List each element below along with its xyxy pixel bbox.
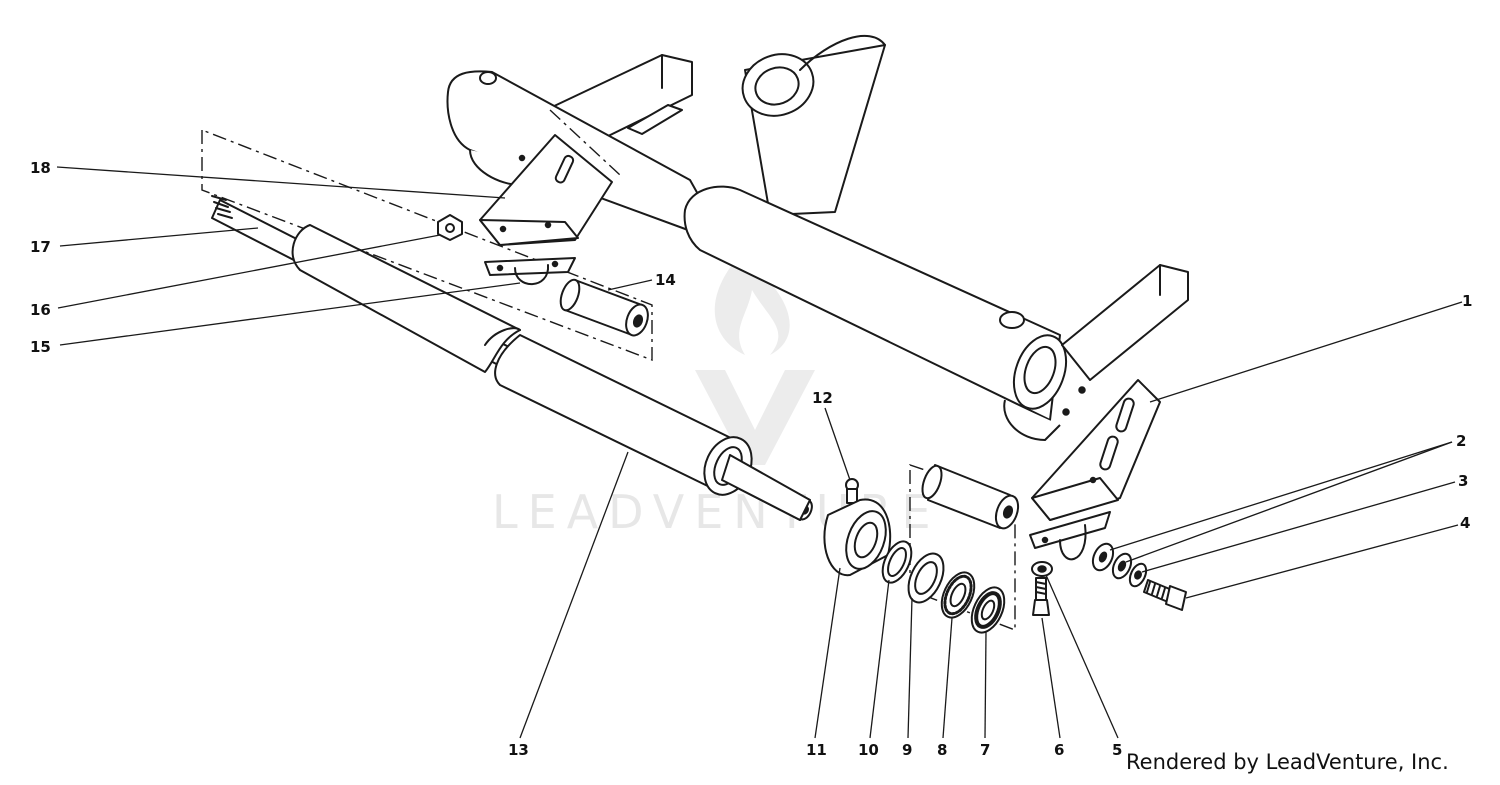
callout-5: 5 <box>1112 741 1122 759</box>
callout-12: 12 <box>812 389 833 407</box>
callout-13: 13 <box>508 741 529 759</box>
bolt-4 <box>1143 579 1187 611</box>
left-nut <box>437 214 463 241</box>
callout-7: 7 <box>980 741 990 759</box>
snap-ring-inner <box>887 547 907 577</box>
left-strap <box>484 257 576 286</box>
callout-2: 2 <box>1456 432 1466 450</box>
watermark-logo <box>695 255 815 465</box>
left-bushing <box>559 278 649 337</box>
seal <box>970 586 1006 634</box>
callout-14: 14 <box>655 271 676 289</box>
lock-washer-3 <box>1128 562 1148 588</box>
right-bushing <box>921 464 1020 530</box>
washers-2 <box>1091 542 1133 580</box>
callout-4: 4 <box>1460 514 1470 532</box>
credit-text: Rendered by LeadVenture, Inc. <box>1126 750 1449 774</box>
callout-11: 11 <box>806 741 827 759</box>
callout-6: 6 <box>1054 741 1064 759</box>
callout-10: 10 <box>858 741 879 759</box>
bearing-race <box>907 552 945 604</box>
leader-lines <box>56 166 1463 739</box>
callout-17: 17 <box>30 238 51 256</box>
callout-8: 8 <box>937 741 947 759</box>
bolt-6 <box>1032 577 1050 616</box>
grease-fitting <box>845 478 859 504</box>
assembly-plane-left <box>201 128 653 362</box>
hidden-line <box>549 109 621 176</box>
right-strap <box>1029 511 1111 561</box>
callout-9: 9 <box>902 741 912 759</box>
callout-18: 18 <box>30 159 51 177</box>
callout-1: 1 <box>1462 292 1472 310</box>
roller-bearing <box>940 571 976 619</box>
left-bracket <box>479 134 613 246</box>
callout-3: 3 <box>1458 472 1468 490</box>
right-bracket <box>1031 379 1161 521</box>
callouts: 1 2 3 4 5 6 7 8 9 10 11 12 13 14 15 16 1… <box>30 159 1472 759</box>
callout-15: 15 <box>30 338 51 356</box>
hub <box>823 498 892 577</box>
callout-16: 16 <box>30 301 51 319</box>
washer-5 <box>1031 561 1053 577</box>
